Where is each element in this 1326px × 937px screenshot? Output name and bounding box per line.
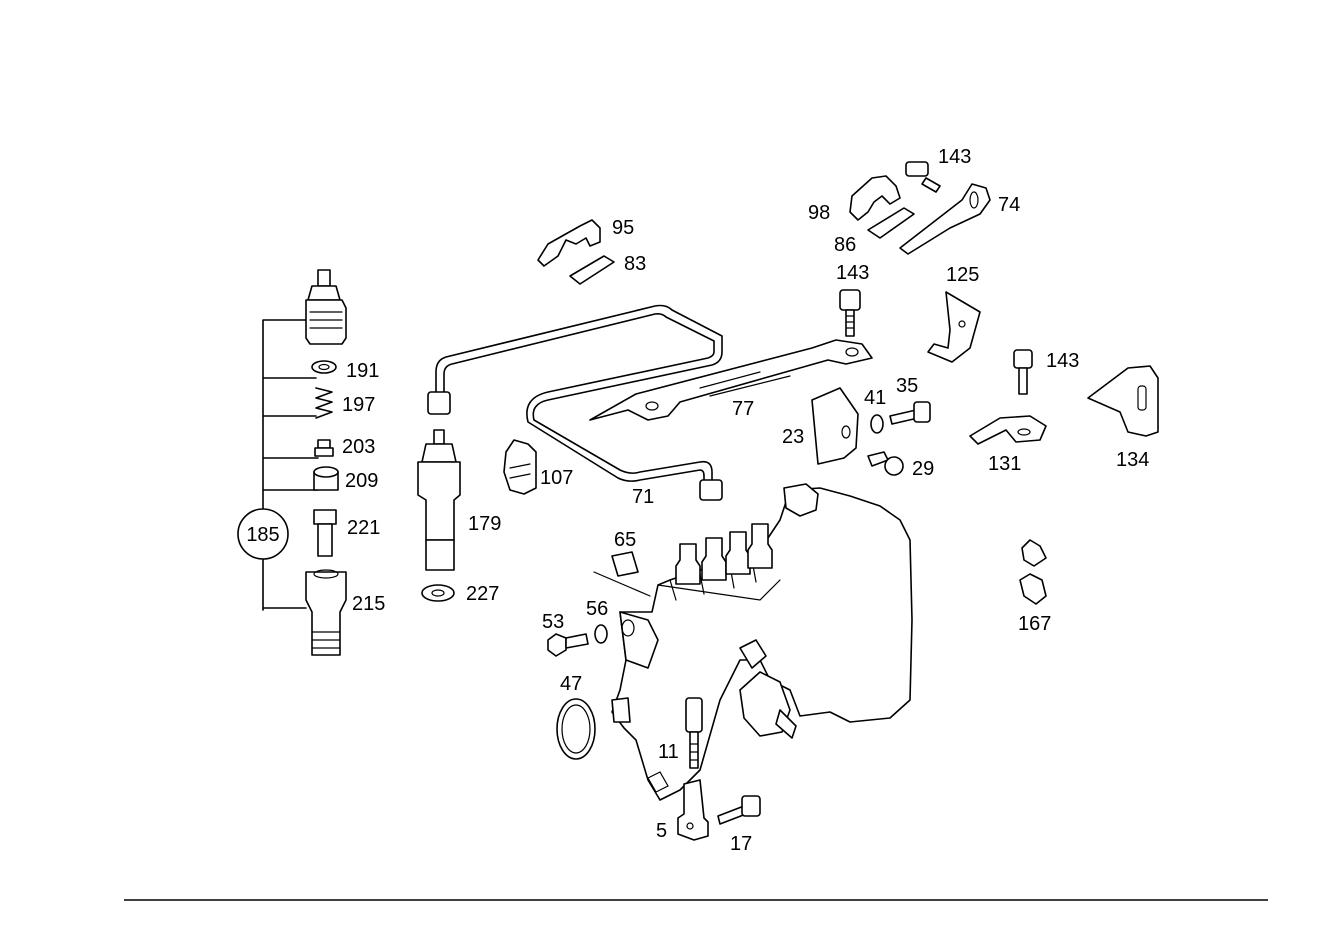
label-71: 71	[632, 486, 654, 508]
label-17: 17	[730, 833, 752, 855]
label-209: 209	[345, 470, 378, 492]
label-221: 221	[347, 517, 380, 539]
label-143-right: 143	[1046, 350, 1079, 372]
label-29: 29	[912, 458, 934, 480]
clip-134	[1087, 365, 1159, 437]
label-98: 98	[808, 202, 830, 224]
label-227: 227	[466, 583, 499, 605]
label-131: 131	[988, 453, 1021, 475]
label-125: 125	[946, 264, 979, 286]
label-47: 47	[560, 673, 582, 695]
label-167: 167	[1018, 613, 1051, 635]
label-11: 11	[658, 741, 679, 763]
clip-107	[503, 439, 537, 495]
clip-167	[1019, 539, 1047, 605]
label-197: 197	[342, 394, 375, 416]
injector-179	[417, 429, 461, 602]
label-185: 185	[246, 524, 279, 546]
clip-95-83	[537, 219, 615, 285]
label-134: 134	[1116, 449, 1149, 471]
fasteners-53-56-47	[547, 624, 608, 760]
label-143-center: 143	[836, 262, 869, 284]
nut-65	[593, 551, 651, 597]
label-83: 83	[624, 253, 646, 275]
bolt-143-right-and-131	[969, 349, 1047, 445]
fuel-line-71	[427, 304, 723, 501]
injector-assembly-185	[237, 269, 347, 656]
label-5: 5	[656, 820, 667, 842]
label-41: 41	[864, 387, 886, 409]
label-86: 86	[834, 234, 856, 256]
label-56: 56	[586, 598, 608, 620]
label-179: 179	[468, 513, 501, 535]
label-107: 107	[540, 467, 573, 489]
label-215: 215	[352, 593, 385, 615]
label-53: 53	[542, 611, 564, 633]
bracket-125	[927, 291, 981, 363]
label-95: 95	[612, 217, 634, 239]
label-191: 191	[346, 360, 379, 382]
label-143-top: 143	[938, 146, 971, 168]
label-23: 23	[782, 426, 804, 448]
label-77: 77	[732, 398, 754, 420]
injection-pump	[611, 483, 913, 801]
label-65: 65	[614, 529, 636, 551]
fasteners-41-35-29	[867, 401, 931, 476]
bracket-77	[589, 339, 873, 421]
fitting-11-5-17	[677, 697, 761, 841]
label-203: 203	[342, 436, 375, 458]
clip-group-98-86-74	[849, 161, 991, 255]
bolt-143-center	[839, 289, 861, 337]
label-74: 74	[998, 194, 1020, 216]
bracket-23	[811, 387, 859, 465]
label-35: 35	[896, 375, 918, 397]
